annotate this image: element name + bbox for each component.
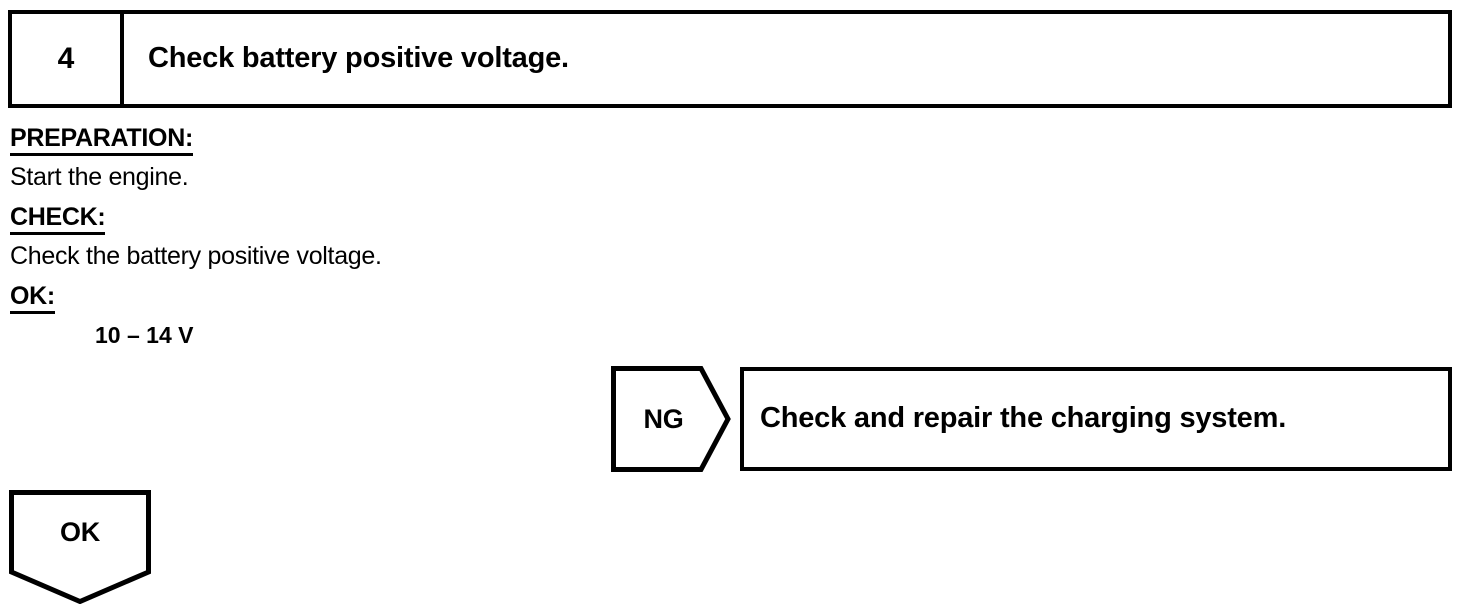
spec-value-row: 10 – 14 V: [10, 322, 710, 349]
step-title-cell: Check battery positive voltage.: [128, 14, 1448, 104]
check-heading: CHECK:: [10, 204, 106, 235]
ng-result-text: Check and repair the charging system.: [760, 402, 1287, 435]
check-text: Check the battery positive voltage.: [10, 242, 382, 270]
ng-arrow-shape: [611, 366, 731, 472]
check-body-row: Check the battery positive voltage.: [10, 243, 710, 284]
step-header-box: 4 Check battery positive voltage.: [8, 10, 1452, 108]
ok-heading: OK:: [10, 283, 55, 314]
ok-heading-row: OK:: [10, 283, 710, 322]
step-title: Check battery positive voltage.: [148, 42, 569, 75]
spec-value: 10 – 14 V: [95, 322, 194, 348]
step-number-cell: 4: [12, 14, 124, 104]
preparation-heading: PREPARATION:: [10, 125, 193, 156]
ok-arrow-shape: [9, 490, 151, 604]
preparation-heading-row: PREPARATION:: [10, 125, 710, 164]
instruction-body: PREPARATION: Start the engine. CHECK: Ch…: [10, 125, 710, 349]
preparation-body-row: Start the engine.: [10, 164, 710, 205]
step-number: 4: [57, 42, 75, 75]
ng-result-box: Check and repair the charging system.: [740, 367, 1452, 471]
check-heading-row: CHECK:: [10, 204, 710, 243]
preparation-text: Start the engine.: [10, 163, 189, 191]
